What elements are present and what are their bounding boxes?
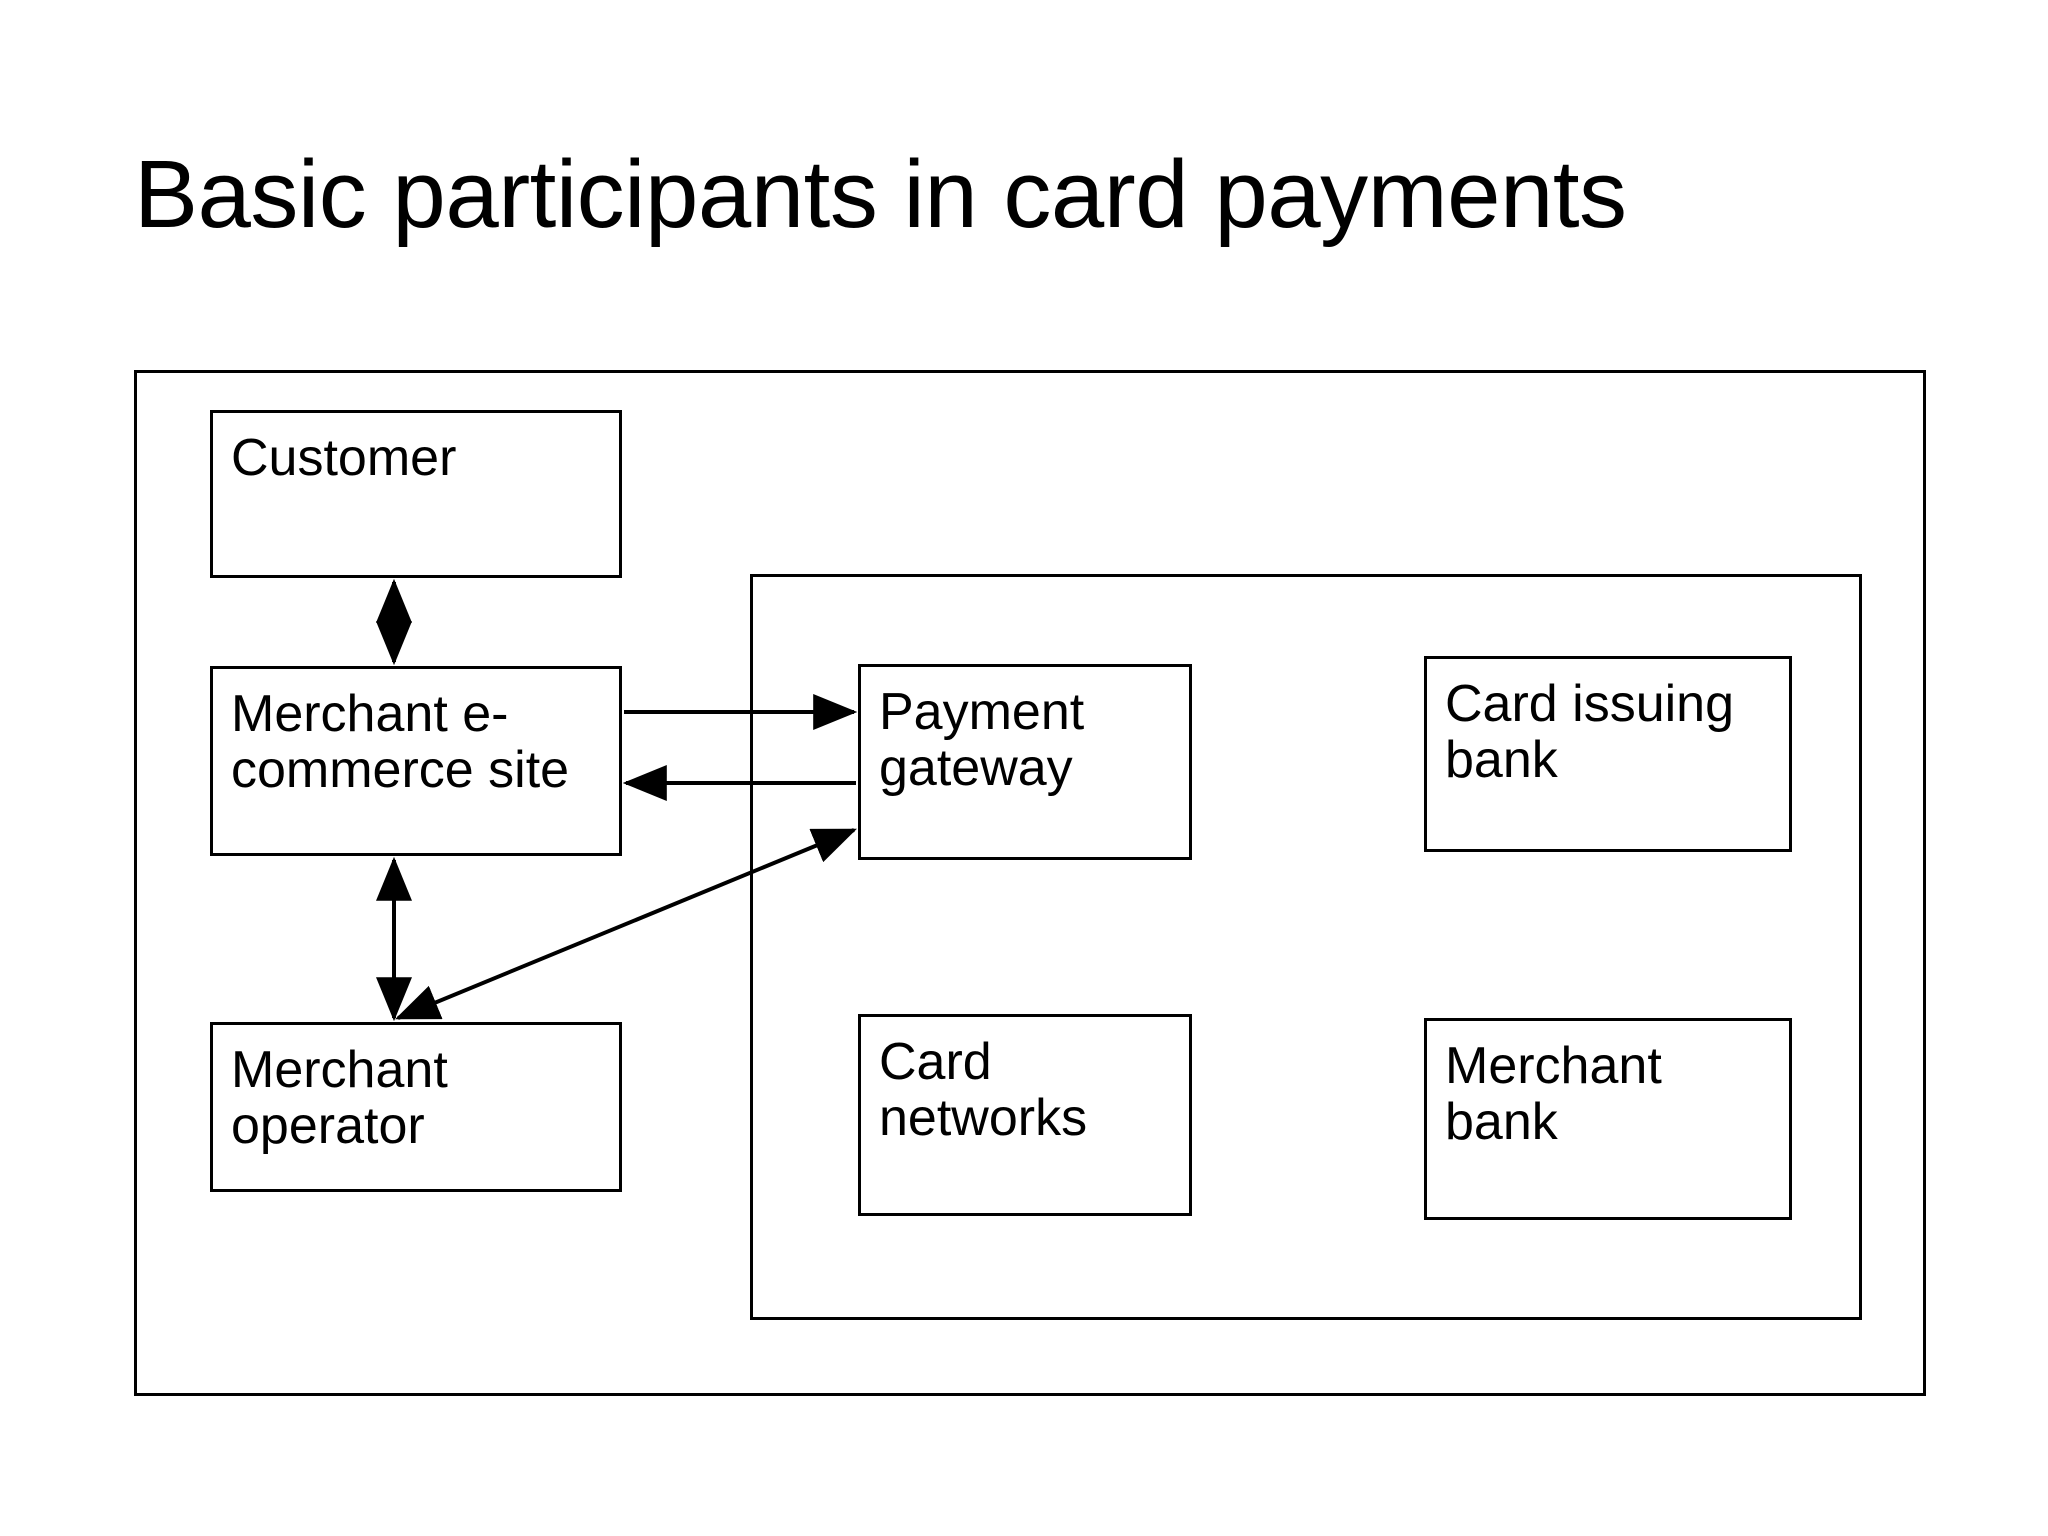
node-merchant-site-label-line2: commerce site [231,740,570,799]
node-merchant-ecommerce-site[interactable]: Merchant e- commerce site [210,666,622,856]
node-merchant-bank[interactable]: Merchant bank [1424,1018,1792,1220]
node-card-issuing-bank-label-line2: bank [1445,730,1558,789]
node-merchant-bank-label-line2: bank [1445,1092,1558,1151]
node-customer[interactable]: Customer [210,410,622,578]
node-card-networks-label-line1: Card [879,1033,992,1091]
node-card-issuing-bank[interactable]: Card issuing bank [1424,656,1792,852]
node-merchant-operator[interactable]: Merchant operator [210,1022,622,1192]
node-card-issuing-bank-label-line1: Card issuing [1445,675,1735,733]
page-title: Basic participants in card payments [134,141,1627,249]
node-payment-gateway[interactable]: Payment gateway [858,664,1192,860]
node-customer-label: Customer [231,429,457,487]
node-card-networks[interactable]: Card networks [858,1014,1192,1216]
node-payment-gateway-label-line2: gateway [879,738,1073,797]
node-merchant-site-label-line1: Merchant e- [231,685,509,743]
node-merchant-operator-label-line1: Merchant [231,1041,448,1099]
node-card-networks-label-line2: networks [879,1088,1088,1147]
node-payment-gateway-label-line1: Payment [879,683,1085,741]
node-merchant-operator-label-line2: operator [231,1096,425,1155]
outer-container [134,370,1926,1396]
node-merchant-bank-label-line1: Merchant [1445,1037,1662,1095]
